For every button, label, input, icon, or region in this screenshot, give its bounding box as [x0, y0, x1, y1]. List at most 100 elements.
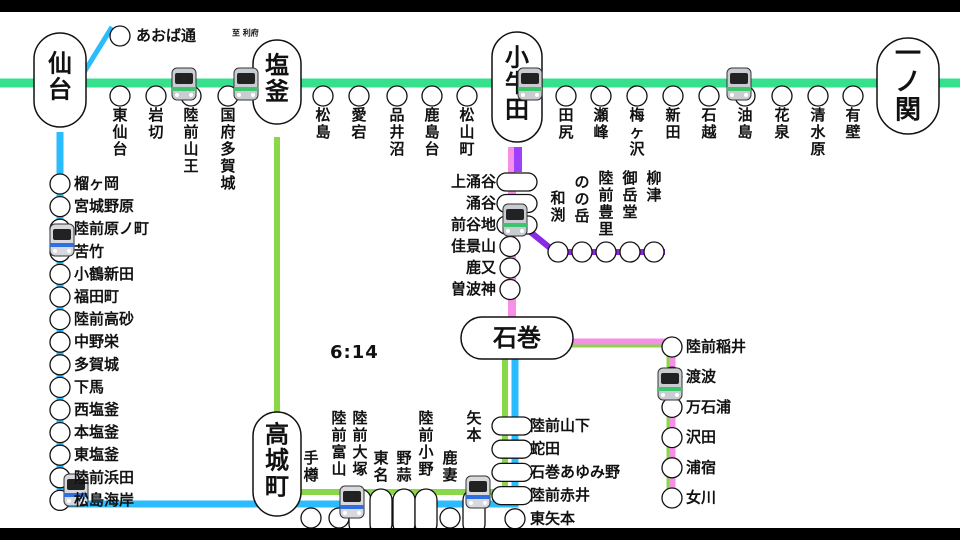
station-label: 品井沼 [389, 106, 404, 158]
svg-text:沢: 沢 [629, 140, 645, 158]
station-梅ヶ沢[interactable] [626, 85, 648, 107]
trains[interactable] [49, 67, 752, 519]
station-label: 石巻あゆみ野 [529, 463, 620, 481]
train-icon[interactable] [339, 485, 365, 519]
train-icon[interactable] [517, 67, 543, 101]
station-東仙台[interactable] [109, 85, 131, 107]
station-愛宕[interactable] [348, 85, 370, 107]
station-label: 佳景山 [451, 237, 496, 255]
station-東矢本[interactable] [504, 508, 526, 528]
station-labels: 東仙台岩切陸前山王国府多賀城松島愛宕品井沼鹿島台松山町田尻瀬峰梅ヶ沢新田石越油島… [73, 27, 861, 528]
station-小鶴新田[interactable] [49, 263, 71, 286]
station-花泉[interactable] [771, 85, 793, 107]
station-柳津[interactable] [643, 241, 665, 263]
station-鹿又[interactable] [499, 257, 521, 279]
svg-text:東: 東 [373, 449, 388, 467]
station-瀬峰[interactable] [590, 85, 612, 107]
station-陸前赤井[interactable] [491, 485, 533, 506]
svg-text:切: 切 [148, 123, 163, 141]
train-icon[interactable] [63, 473, 89, 507]
station-野蒜[interactable] [392, 488, 416, 528]
svg-text:矢: 矢 [466, 409, 482, 427]
station-佳景山[interactable] [499, 235, 521, 258]
station-御岳堂[interactable] [619, 241, 641, 263]
station-松山町[interactable] [456, 85, 478, 107]
station-鹿島台[interactable] [421, 85, 443, 107]
station-label: 松島 [315, 106, 330, 141]
station-label: 蛇田 [530, 440, 560, 458]
station-陸前豊里[interactable] [595, 241, 617, 263]
station-陸前山下[interactable] [491, 416, 533, 436]
station-女川[interactable] [661, 487, 683, 509]
train-icon[interactable] [657, 367, 683, 401]
svg-text:塩: 塩 [265, 52, 289, 80]
train-icon[interactable] [502, 203, 528, 237]
station-品井沼[interactable] [386, 85, 408, 107]
station-曽波神[interactable] [499, 278, 521, 301]
svg-text:の: の [574, 190, 589, 208]
hub-takagimachi[interactable]: 高城町 [252, 411, 302, 517]
svg-text:島: 島 [737, 123, 752, 141]
station-西塩釜[interactable] [49, 399, 71, 421]
station-福田町[interactable] [49, 286, 71, 308]
station-label: 鹿妻 [442, 449, 457, 484]
hub-ichinoseki[interactable]: 一ノ関 [876, 37, 940, 135]
train-icon[interactable] [465, 475, 491, 509]
svg-text:富: 富 [331, 443, 346, 461]
station-多賀城[interactable] [49, 354, 71, 376]
station-label: 東矢本 [530, 509, 575, 527]
svg-text:前: 前 [598, 186, 613, 204]
svg-text:東: 東 [112, 106, 127, 124]
train-icon[interactable] [726, 67, 752, 101]
station-label: 涌谷 [466, 194, 497, 212]
station-蛇田[interactable] [491, 439, 533, 459]
station-有壁[interactable] [842, 85, 864, 107]
station-東名[interactable] [369, 488, 393, 528]
station-和渕[interactable] [547, 241, 569, 263]
station-沢田[interactable] [661, 426, 683, 449]
train-icon[interactable] [233, 67, 259, 101]
hub-label: 仙台 [48, 50, 72, 104]
hub-shiogama[interactable]: 塩釜 [252, 39, 302, 125]
station-陸前稲井[interactable] [661, 336, 683, 358]
station-新田[interactable] [662, 85, 684, 107]
station-浦宿[interactable] [661, 457, 683, 479]
station-東塩釜[interactable] [49, 444, 71, 466]
station-あおば通[interactable] [109, 25, 131, 47]
station-のの岳[interactable] [571, 241, 593, 263]
train-icon[interactable] [49, 223, 75, 257]
station-label: 東塩釜 [74, 446, 120, 464]
station-鹿妻[interactable] [439, 507, 461, 528]
station-label: 柳津 [646, 169, 661, 204]
station-label: 御岳堂 [621, 169, 637, 221]
station-石巻あゆみ野[interactable] [491, 462, 533, 483]
station-手樽[interactable] [300, 507, 322, 528]
station-清水原[interactable] [807, 85, 829, 107]
station-田尻[interactable] [555, 85, 577, 107]
station-陸前小野[interactable] [414, 488, 438, 528]
station-上涌谷[interactable] [496, 172, 538, 192]
station-本塩釜[interactable] [49, 421, 71, 444]
svg-text:多: 多 [220, 140, 235, 158]
station-下馬[interactable] [49, 376, 71, 399]
station-宮城野原[interactable] [49, 195, 71, 218]
station-岩切[interactable] [145, 85, 167, 107]
station-中野栄[interactable] [49, 331, 71, 353]
station-榴ヶ岡[interactable] [49, 173, 71, 195]
train-icon[interactable] [171, 67, 197, 101]
svg-text:町: 町 [459, 140, 474, 158]
station-陸前高砂[interactable] [49, 308, 71, 331]
station-label: 上涌谷 [451, 173, 497, 191]
hub-sendai[interactable]: 仙台 [33, 32, 87, 128]
station-label: 梅ヶ沢 [629, 106, 645, 158]
station-石越[interactable] [698, 85, 720, 107]
hub-ishinomaki[interactable]: 石巻 [460, 316, 574, 360]
svg-text:岳: 岳 [622, 186, 637, 204]
route-map-screen: 仙台塩釜小牛田一ノ関石巻高城町 東仙台岩切陸前山王国府多賀城松島愛宕品井沼鹿島台… [0, 12, 960, 528]
svg-text:ノ: ノ [895, 67, 921, 97]
station-label: 中野栄 [74, 333, 120, 351]
station-松島[interactable] [312, 85, 334, 107]
station-label: 有壁 [845, 106, 860, 141]
